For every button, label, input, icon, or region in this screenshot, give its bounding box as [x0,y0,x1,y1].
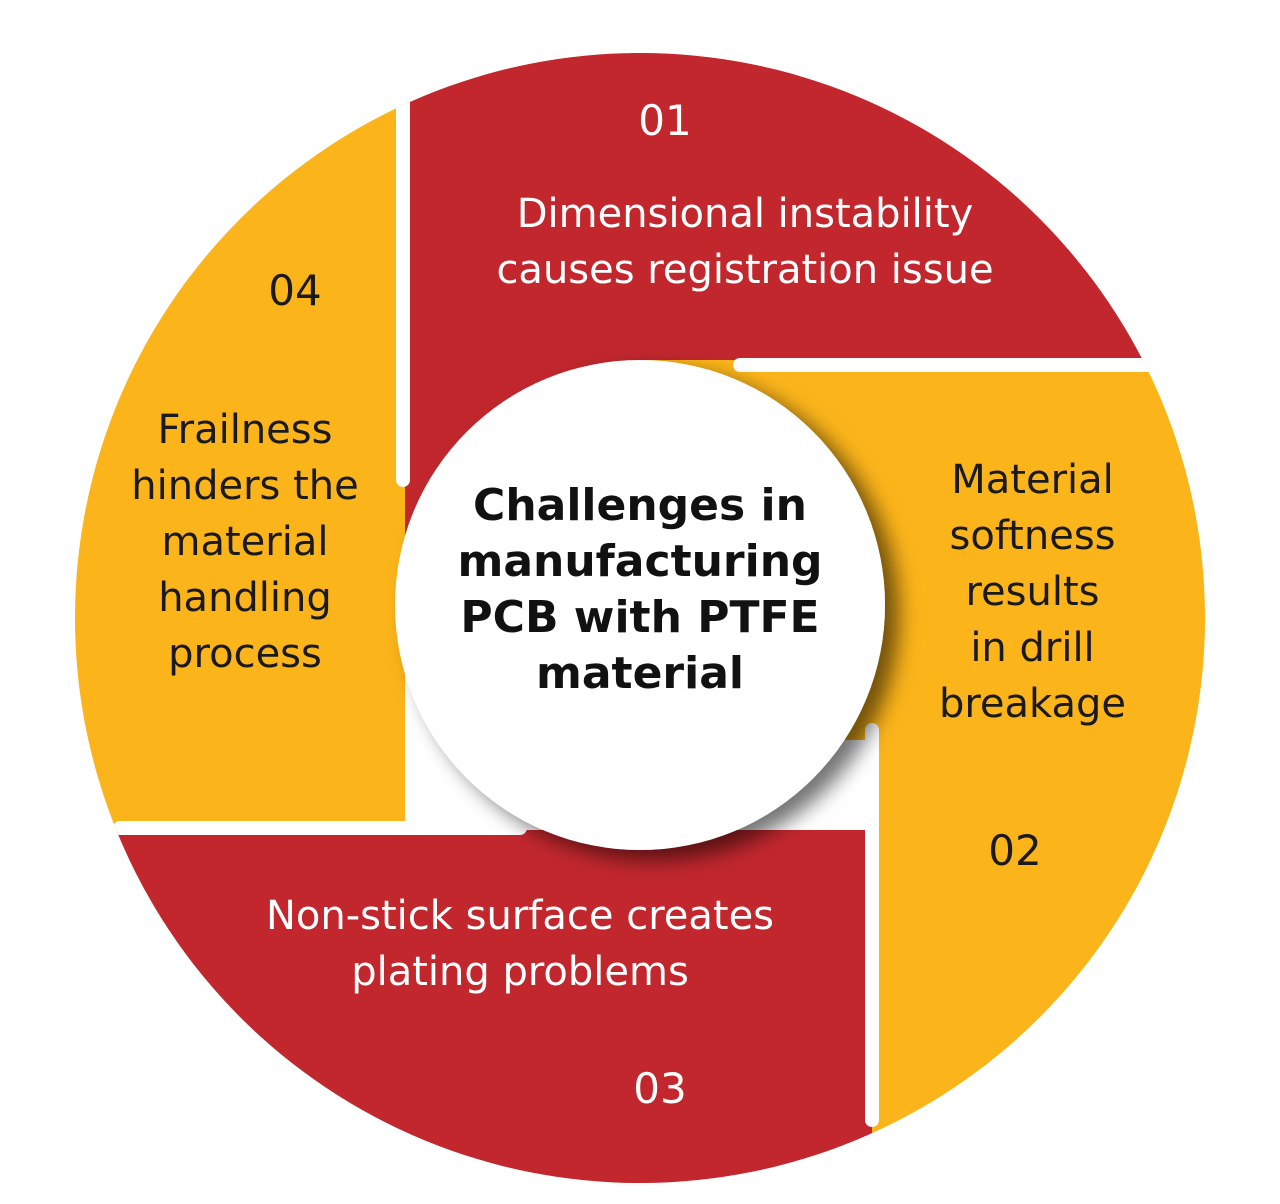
segment-02-number: 02 [988,826,1042,875]
segment-04-text-line: material [161,519,329,565]
segment-03-number: 03 [633,1064,687,1113]
segment-01-text-line: causes registration issue [496,247,994,293]
segment-02-text-line: Material [951,457,1114,503]
segment-02-text-line: results [965,569,1100,615]
segment-03-text-line: Non-stick surface creates [265,893,775,939]
center-title-line: manufacturing [457,536,823,587]
center-circle [395,360,885,850]
segment-04-text: Frailness hinders the material handling … [110,402,380,682]
segment-04-text-line: hinders the [131,463,359,509]
segment-02-text-line: breakage [938,681,1127,727]
center-title-line: PCB with PTFE [460,592,820,643]
segment-01-number: 01 [638,96,692,145]
segment-02-text: Material softness results in drill break… [900,452,1165,732]
segment-04-number: 04 [268,266,322,315]
segment-02-text-line: in drill [970,625,1095,671]
segment-03-text: Non-stick surface creates plating proble… [200,888,840,1000]
segment-03-text-line: plating problems [351,949,689,995]
segment-04-text-line: process [168,631,322,677]
segment-03-shape [75,830,872,1183]
center-title: Challenges in manufacturing PCB with PTF… [440,478,840,702]
segment-01-text: Dimensional instability causes registrat… [440,186,1050,298]
segment-02-text-line: softness [949,513,1116,559]
segment-04-text-line: handling [158,575,332,621]
center-title-line: Challenges in [473,480,807,531]
center-title-line: material [536,648,744,699]
segment-04-text-line: Frailness [157,407,333,453]
segment-01-text-line: Dimensional instability [516,191,974,237]
